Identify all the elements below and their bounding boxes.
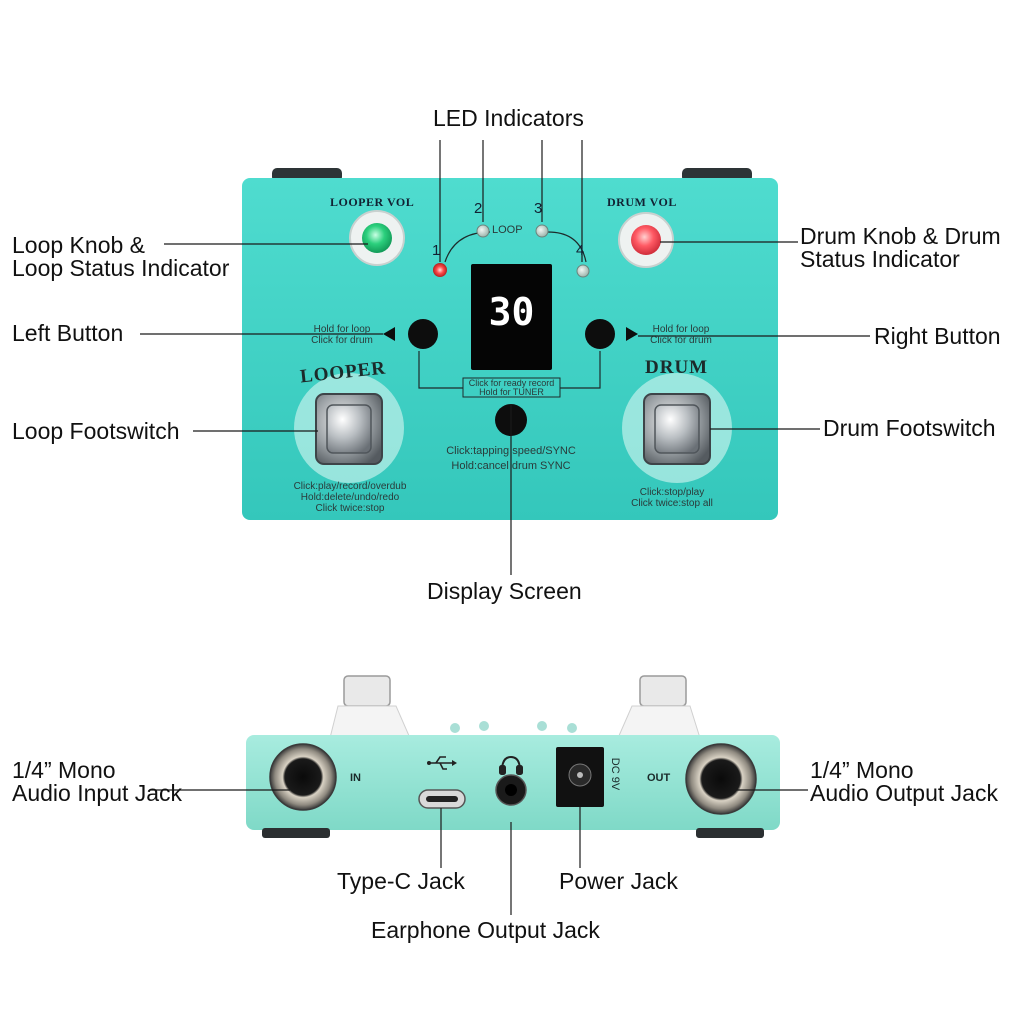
right-hint-line1: Hold for loop: [652, 324, 710, 335]
callout-typec-jack: Type-C Jack: [337, 868, 465, 894]
led-number-1: 1: [432, 242, 441, 259]
callout-power-jack: Power Jack: [559, 868, 678, 894]
drum-footswitch[interactable]: [643, 393, 711, 465]
in-label: IN: [350, 772, 361, 784]
led-number-3: 3: [534, 200, 543, 217]
callout-earphone-jack: Earphone Output Jack: [371, 917, 600, 943]
callout-drum-footswitch: Drum Footswitch: [823, 415, 996, 441]
led-1-icon: [433, 263, 447, 277]
usb-icon: [427, 756, 457, 770]
right-button[interactable]: [585, 319, 615, 349]
callout-output-jack: 1/4” Mono Audio Output Jack: [810, 759, 998, 805]
callout-lines-side: [150, 789, 808, 915]
drum-vol-knob[interactable]: [618, 212, 674, 268]
drum-hint-line2: Click twice:stop all: [631, 498, 713, 509]
looper-vol-label: LOOPER VOL: [330, 195, 415, 209]
side-knob-right: [617, 675, 701, 739]
led-number-2: 2: [474, 200, 483, 217]
left-hint-line1: Hold for loop: [313, 324, 371, 335]
led-2-icon: [476, 224, 490, 238]
right-hint-line2: Click for drum: [650, 335, 712, 346]
loop-led-label: LOOP: [492, 224, 523, 236]
tap-hint-line2: Hold:cancel drum SYNC: [451, 460, 571, 472]
right-hint: Hold for loop Click for drum: [641, 324, 721, 346]
callout-loop-knob: Loop Knob & Loop Status Indicator: [12, 234, 229, 280]
callout-input-jack-line2: Audio Input Jack: [12, 780, 183, 806]
led-3-icon: [535, 224, 549, 238]
led-4-icon: [576, 264, 590, 278]
center-hint-line1: Click for ready record: [468, 378, 555, 388]
left-foot: [262, 828, 330, 838]
left-button[interactable]: [408, 319, 438, 349]
display-value: 30: [488, 290, 535, 334]
callout-right-button: Right Button: [874, 323, 1001, 349]
drum-hint: Click:stop/play Click twice:stop all: [617, 487, 727, 509]
center-hint-line2: Hold for TUNER: [479, 387, 544, 397]
callout-input-jack: 1/4” Mono Audio Input Jack: [12, 759, 182, 805]
right-foot: [696, 828, 764, 838]
left-hint: Hold for loop Click for drum: [302, 324, 382, 346]
looper-hint-line3: Click twice:stop: [315, 503, 385, 514]
left-hint-line2: Click for drum: [311, 335, 373, 346]
output-jack[interactable]: [685, 743, 757, 815]
callout-loop-footswitch: Loop Footswitch: [12, 418, 180, 444]
callout-drum-knob-line1: Drum Knob & Drum: [800, 223, 1001, 249]
callout-loop-knob-line2: Loop Status Indicator: [12, 255, 230, 281]
drum-brand: DRUM: [645, 357, 709, 378]
callout-drum-knob-line2: Status Indicator: [800, 246, 960, 272]
drum-vol-label: DRUM VOL: [607, 195, 677, 209]
callout-drum-knob: Drum Knob & Drum Status Indicator: [800, 225, 1001, 271]
left-arrow-icon: [383, 327, 395, 341]
callout-display-screen: Display Screen: [427, 578, 582, 604]
display-screen: [471, 264, 552, 370]
center-hint-box: [462, 377, 561, 398]
dc-label: DC 9V: [609, 757, 622, 791]
looper-vol-knob[interactable]: [349, 210, 405, 266]
side-knob-left: [329, 675, 411, 739]
looper-hint-line2: Hold:delete/undo/redo: [300, 492, 400, 503]
looper-hint: Click:play/record/overdub Hold:delete/un…: [275, 481, 425, 514]
callout-led-indicators: LED Indicators: [433, 105, 584, 131]
input-jack[interactable]: [269, 743, 337, 811]
tap-hint: Click:tapping speed/SYNC Hold:cancel dru…: [433, 444, 589, 474]
looper-hint-line1: Click:play/record/overdub: [293, 481, 407, 492]
right-arrow-icon: [626, 327, 638, 341]
center-hint: Click for ready record Hold for TUNER: [463, 379, 560, 397]
callout-lines-top: [140, 140, 870, 575]
tap-hint-line1: Click:tapping speed/SYNC: [446, 445, 576, 457]
callout-output-jack-line1: 1/4” Mono: [810, 757, 914, 783]
headphones-icon: [499, 755, 523, 775]
loop-footswitch[interactable]: [315, 393, 383, 465]
callout-output-jack-line2: Audio Output Jack: [810, 780, 998, 806]
callout-input-jack-line1: 1/4” Mono: [12, 757, 116, 783]
callout-left-button: Left Button: [12, 320, 124, 346]
out-label: OUT: [647, 772, 671, 784]
drum-hint-line1: Click:stop/play: [639, 487, 705, 498]
led-number-4: 4: [576, 242, 585, 259]
button-bracket-line: [418, 351, 601, 389]
callout-loop-knob-line1: Loop Knob &: [12, 232, 146, 258]
